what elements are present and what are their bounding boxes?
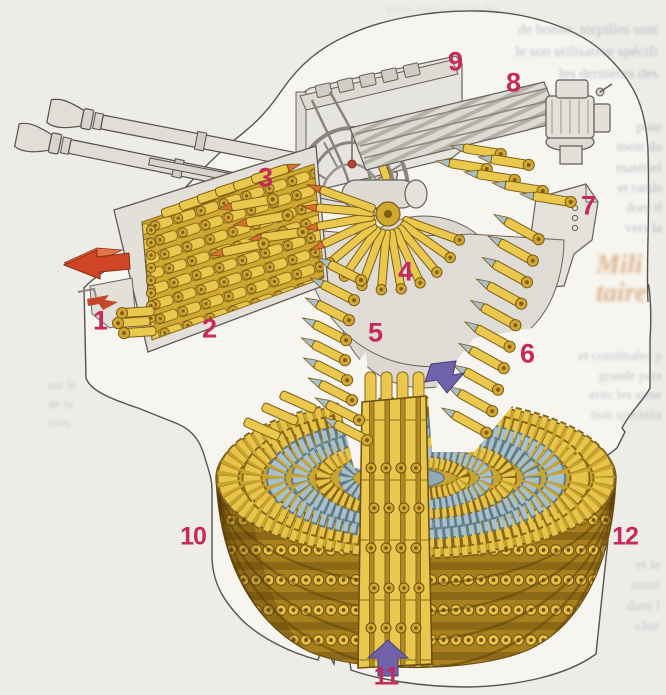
link-ejection-arrow [87,295,118,310]
tracer-rounds [160,163,302,218]
ammo-belt-right [440,213,545,439]
belt-down-arrow [424,360,466,394]
ammo-drum [215,326,617,669]
drive-motor [545,79,613,165]
motor-fins [551,100,589,134]
belt-up-arrow [366,639,410,677]
transfer-sprocket [300,184,466,296]
feed-direction-arrow [62,247,131,280]
chute-exit-rounds [111,306,157,340]
feeder-rail-blocks [314,62,421,98]
riser-case-heads [365,462,425,634]
bridge-rounds [208,193,309,257]
upper-return-belt [435,143,577,209]
drum-spill-rounds [243,390,317,441]
ammo-belt-left [300,257,374,447]
feed-grate [349,81,561,171]
